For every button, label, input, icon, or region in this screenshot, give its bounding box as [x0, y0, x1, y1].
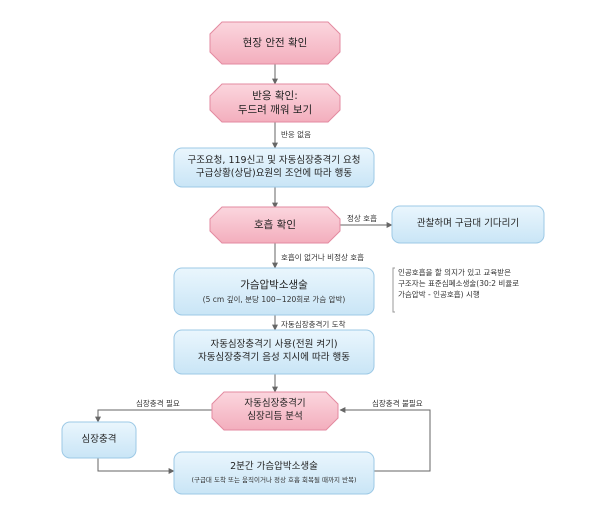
node-observe-wait: 관찰하며 구급대 기다리기 [392, 206, 544, 243]
node-call-help-line2: 구급상황(상담)요원의 조언에 따라 행동 [195, 167, 353, 179]
node-cpr-shape [173, 267, 375, 316]
rescue-breath-note: 인공호흡을 할 의지가 있고 교육받은 구조자는 표준심폐소생술(30:2 비율… [398, 268, 519, 301]
node-cpr: 가슴압박소생술 (5 cm 깊이, 분당 100~120회로 가슴 압박) [174, 268, 374, 315]
node-check-response-line2: 두드려 깨워 보기 [237, 104, 313, 116]
arrow-shock-to-twomin [97, 458, 175, 474]
edge-label-shock-not-needed: 심장충격 불필요 [372, 399, 423, 408]
node-call-help-shape [173, 147, 375, 188]
node-aed-analysis-line1: 자동심장충격기 [244, 398, 306, 410]
node-use-aed: 자동심장충격기 사용(전원 켜기) 자동심장충격기 음성 지시에 따라 행동 [174, 330, 374, 374]
note-line1: 인공호흡을 할 의지가 있고 교육받은 [398, 268, 512, 277]
edge-label-normal-breathing: 정상 호흡 [347, 214, 377, 223]
node-shock-shape [61, 421, 137, 459]
node-two-min-shape [173, 451, 375, 495]
edge-label-no-response: 반응 없음 [281, 130, 311, 139]
edge-label-aed-arrival: 자동심장충격기 도착 [281, 320, 346, 329]
note-line2: 구조자는 표준심폐소생술(30:2 비율로 [398, 278, 520, 288]
note-bracket [392, 267, 395, 313]
arrow-analysis-to-shock [95, 409, 212, 423]
node-confirm-scene-label: 현장 안전 확인 [242, 36, 308, 49]
node-aed-analysis-shape [211, 391, 339, 431]
node-shock-label: 심장충격 [81, 433, 117, 445]
node-check-response: 반응 확인: 두드려 깨워 보기 [210, 84, 340, 122]
node-use-aed-shape [173, 329, 375, 375]
node-check-response-line1: 반응 확인: [252, 89, 298, 102]
node-check-breathing-shape [209, 206, 341, 244]
node-observe-shape [391, 205, 545, 244]
node-two-min-cpr-line2: (구급대 도착 또는 움직이거나 정상 호흡 회복될 때까지 반복) [191, 476, 357, 485]
node-call-help: 구조요청, 119신고 및 자동심장충격기 요청 구급상황(상담)요원의 조언에… [174, 148, 374, 187]
node-use-aed-line2: 자동심장충격기 음성 지시에 따라 행동 [198, 352, 350, 363]
node-confirm-scene: 현장 안전 확인 [210, 22, 340, 64]
node-cpr-line2: (5 cm 깊이, 분당 100~120회로 가슴 압박) [202, 294, 346, 304]
node-cpr-line1: 가슴압박소생술 [240, 279, 308, 292]
node-aed-analysis: 자동심장충격기 심장리듬 분석 [212, 392, 338, 430]
note-line3: 가슴압박 - 인공호흡) 시행 [398, 289, 480, 299]
node-aed-analysis-line2: 심장리듬 분석 [247, 411, 303, 422]
node-check-breathing: 호흡 확인 [210, 207, 340, 243]
node-observe-wait-label: 관찰하며 구급대 기다리기 [416, 218, 520, 230]
arrow-twomin-to-analysis [339, 407, 431, 472]
node-use-aed-line1: 자동심장충격기 사용(전원 켜기) [210, 339, 338, 351]
node-two-min-cpr-line1: 2분간 가슴압박소생술 [230, 461, 318, 473]
node-call-help-line1: 구조요청, 119신고 및 자동심장충격기 요청 [187, 154, 361, 166]
node-two-min-cpr: 2분간 가슴압박소생술 (구급대 도착 또는 움직이거나 정상 호흡 회복될 때… [174, 452, 374, 494]
node-check-response-shape [209, 83, 341, 123]
node-shock: 심장충격 [62, 422, 136, 458]
node-check-breathing-label: 호흡 확인 [254, 218, 296, 231]
node-confirm-scene-shape [209, 21, 341, 65]
edge-label-shock-needed: 심장충격 필요 [136, 399, 180, 408]
edge-label-abnormal-breathing: 호흡이 없거나 비정상 호흡 [281, 253, 365, 262]
